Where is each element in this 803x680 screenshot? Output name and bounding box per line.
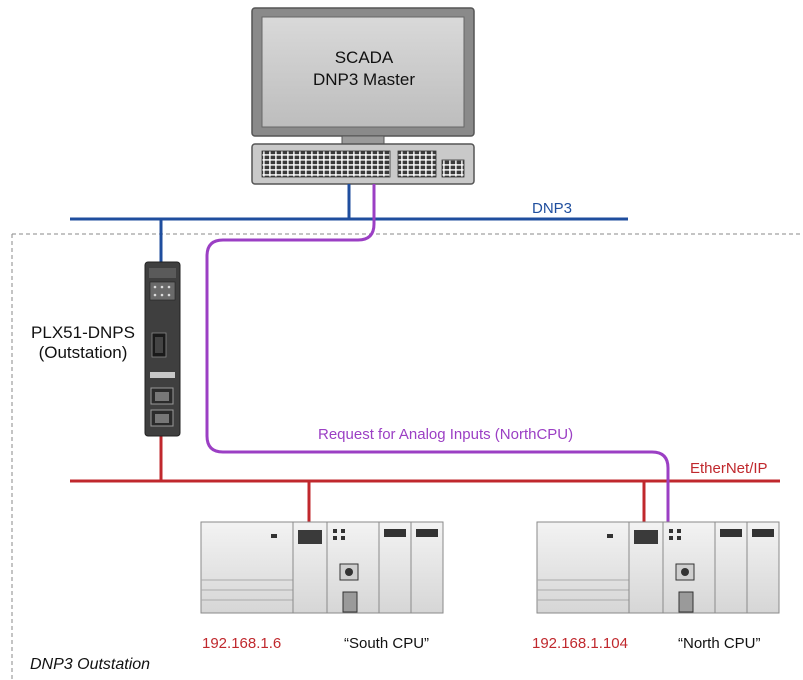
request-path	[205, 184, 670, 522]
scada-subtitle: DNP3 Master	[312, 70, 416, 89]
south-plc-ip: 192.168.1.6	[202, 635, 282, 652]
gateway-name: PLX51-DNPS	[31, 323, 135, 342]
scada-monitor	[251, 7, 475, 147]
north-plc-rack	[536, 521, 780, 614]
outstation-zone-border	[11, 233, 803, 680]
ethernet-ip-network-bus	[70, 436, 780, 522]
north-plc-name: “North CPU”	[678, 635, 761, 652]
keyboard-icon	[251, 143, 475, 185]
plx51-dnps-gateway	[144, 261, 181, 437]
south-plc-name: “South CPU”	[344, 635, 430, 652]
dnp3-network-label: DNP3	[532, 200, 573, 217]
north-plc-ip: 192.168.1.104	[532, 635, 628, 652]
dnp3-network-bus	[70, 184, 628, 262]
outstation-zone-label: DNP3 Outstation	[30, 656, 151, 673]
gateway-role: (Outstation)	[38, 343, 128, 362]
ethernet-ip-network-label: EtherNet/IP	[690, 460, 768, 477]
scada-title: SCADA	[334, 48, 394, 67]
request-label: Request for Analog Inputs (NorthCPU)	[318, 426, 574, 443]
south-plc-rack	[200, 521, 444, 614]
